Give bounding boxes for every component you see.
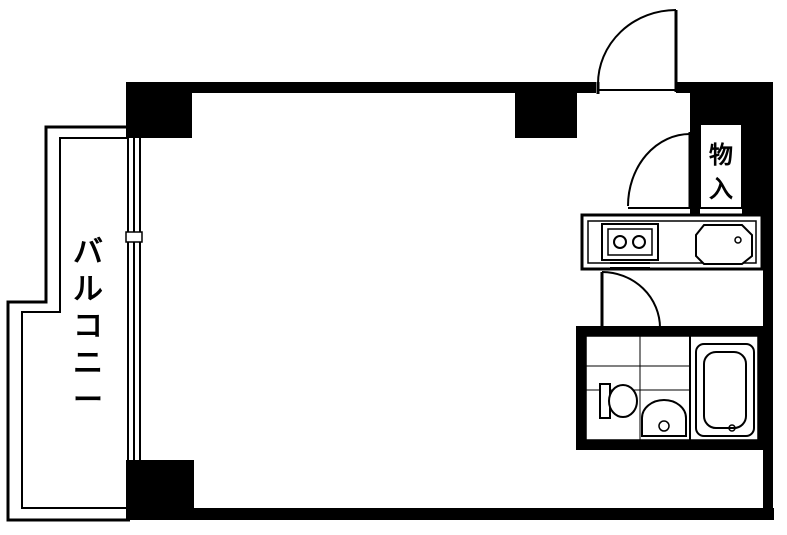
- toilet-icon: [599, 383, 638, 419]
- balcony-label: バルコニー: [73, 235, 103, 418]
- balcony-window: [125, 135, 143, 462]
- outer-walls: [126, 82, 774, 520]
- storage-label-1: 物: [709, 141, 733, 169]
- sink-icon: [695, 224, 753, 265]
- entrance-door-icon: [596, 9, 678, 94]
- balcony: [6, 125, 130, 522]
- column-top-middle: [515, 82, 577, 138]
- stove-icon: [601, 223, 659, 261]
- balcony-label-char: ニ: [73, 346, 103, 381]
- balcony-label-text: バルコニー: [73, 235, 103, 418]
- column-top-right: [690, 82, 770, 124]
- storage-label-2: 入: [709, 175, 733, 203]
- kitchen-counter: [580, 213, 764, 271]
- column-top-left: [126, 82, 192, 138]
- unit-bath: [576, 326, 770, 450]
- balcony-label-char: バ: [73, 235, 103, 270]
- washbasin-icon: [641, 399, 687, 437]
- balcony-label-char: ル: [73, 272, 103, 307]
- column-bottom-left: [130, 460, 194, 520]
- storage-closet: 物 入: [690, 123, 770, 214]
- balcony-label-char: コ: [73, 309, 103, 344]
- balcony-label-char: ー: [73, 383, 103, 418]
- bath-door-icon: [600, 271, 661, 329]
- columns: [126, 82, 770, 520]
- bathtub-icon: [695, 343, 755, 437]
- storage-door-icon: [627, 132, 692, 209]
